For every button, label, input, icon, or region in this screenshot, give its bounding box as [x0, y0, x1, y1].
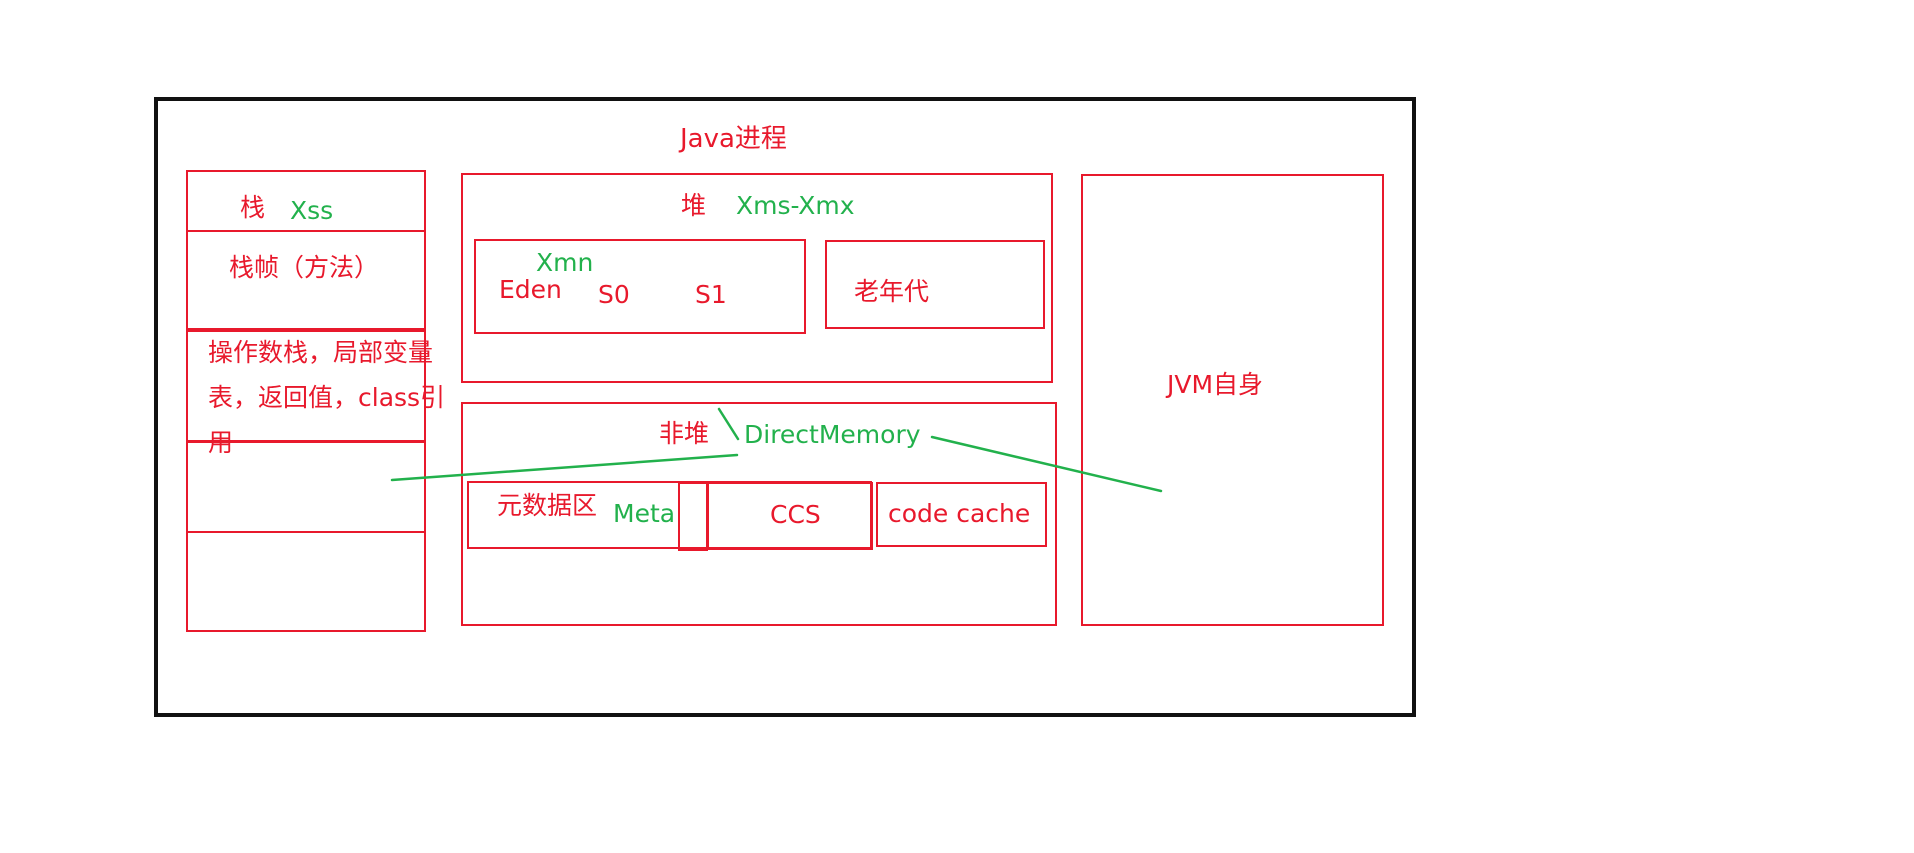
non-heap-title: 非堆	[659, 419, 710, 448]
young-gen-param: Xmn	[536, 248, 594, 277]
metadata-label: 元数据区	[497, 491, 598, 520]
java-process-title: Java进程	[680, 124, 787, 154]
code-cache-label: code cache	[888, 499, 1031, 528]
heap-title: 堆	[681, 191, 707, 220]
heap-box	[461, 173, 1053, 383]
meta-ccs-divider-box	[678, 482, 708, 551]
heap-param: Xms-Xmx	[736, 191, 855, 220]
stack-frame-box	[186, 230, 426, 330]
s1-label: S1	[695, 280, 727, 309]
stack-frame-label: 栈帧（方法）	[229, 253, 380, 282]
stack-title: 栈	[240, 193, 266, 222]
young-gen-box	[474, 239, 806, 334]
old-gen-label: 老年代	[854, 277, 930, 306]
meta-label: Meta	[613, 499, 676, 528]
jvm-label: JVM自身	[1167, 370, 1264, 399]
direct-memory-label: DirectMemory	[744, 420, 921, 449]
stack-frame-box-2	[186, 441, 426, 533]
s0-label: S0	[598, 280, 630, 309]
old-gen-box	[825, 240, 1045, 329]
java-process-box	[154, 97, 1416, 717]
eden-label: Eden	[499, 275, 562, 304]
stack-param: Xss	[290, 196, 334, 225]
jvm-box	[1081, 174, 1384, 626]
ccs-label: CCS	[770, 500, 821, 529]
ccs-box	[707, 482, 873, 550]
non-heap-box	[461, 402, 1057, 626]
